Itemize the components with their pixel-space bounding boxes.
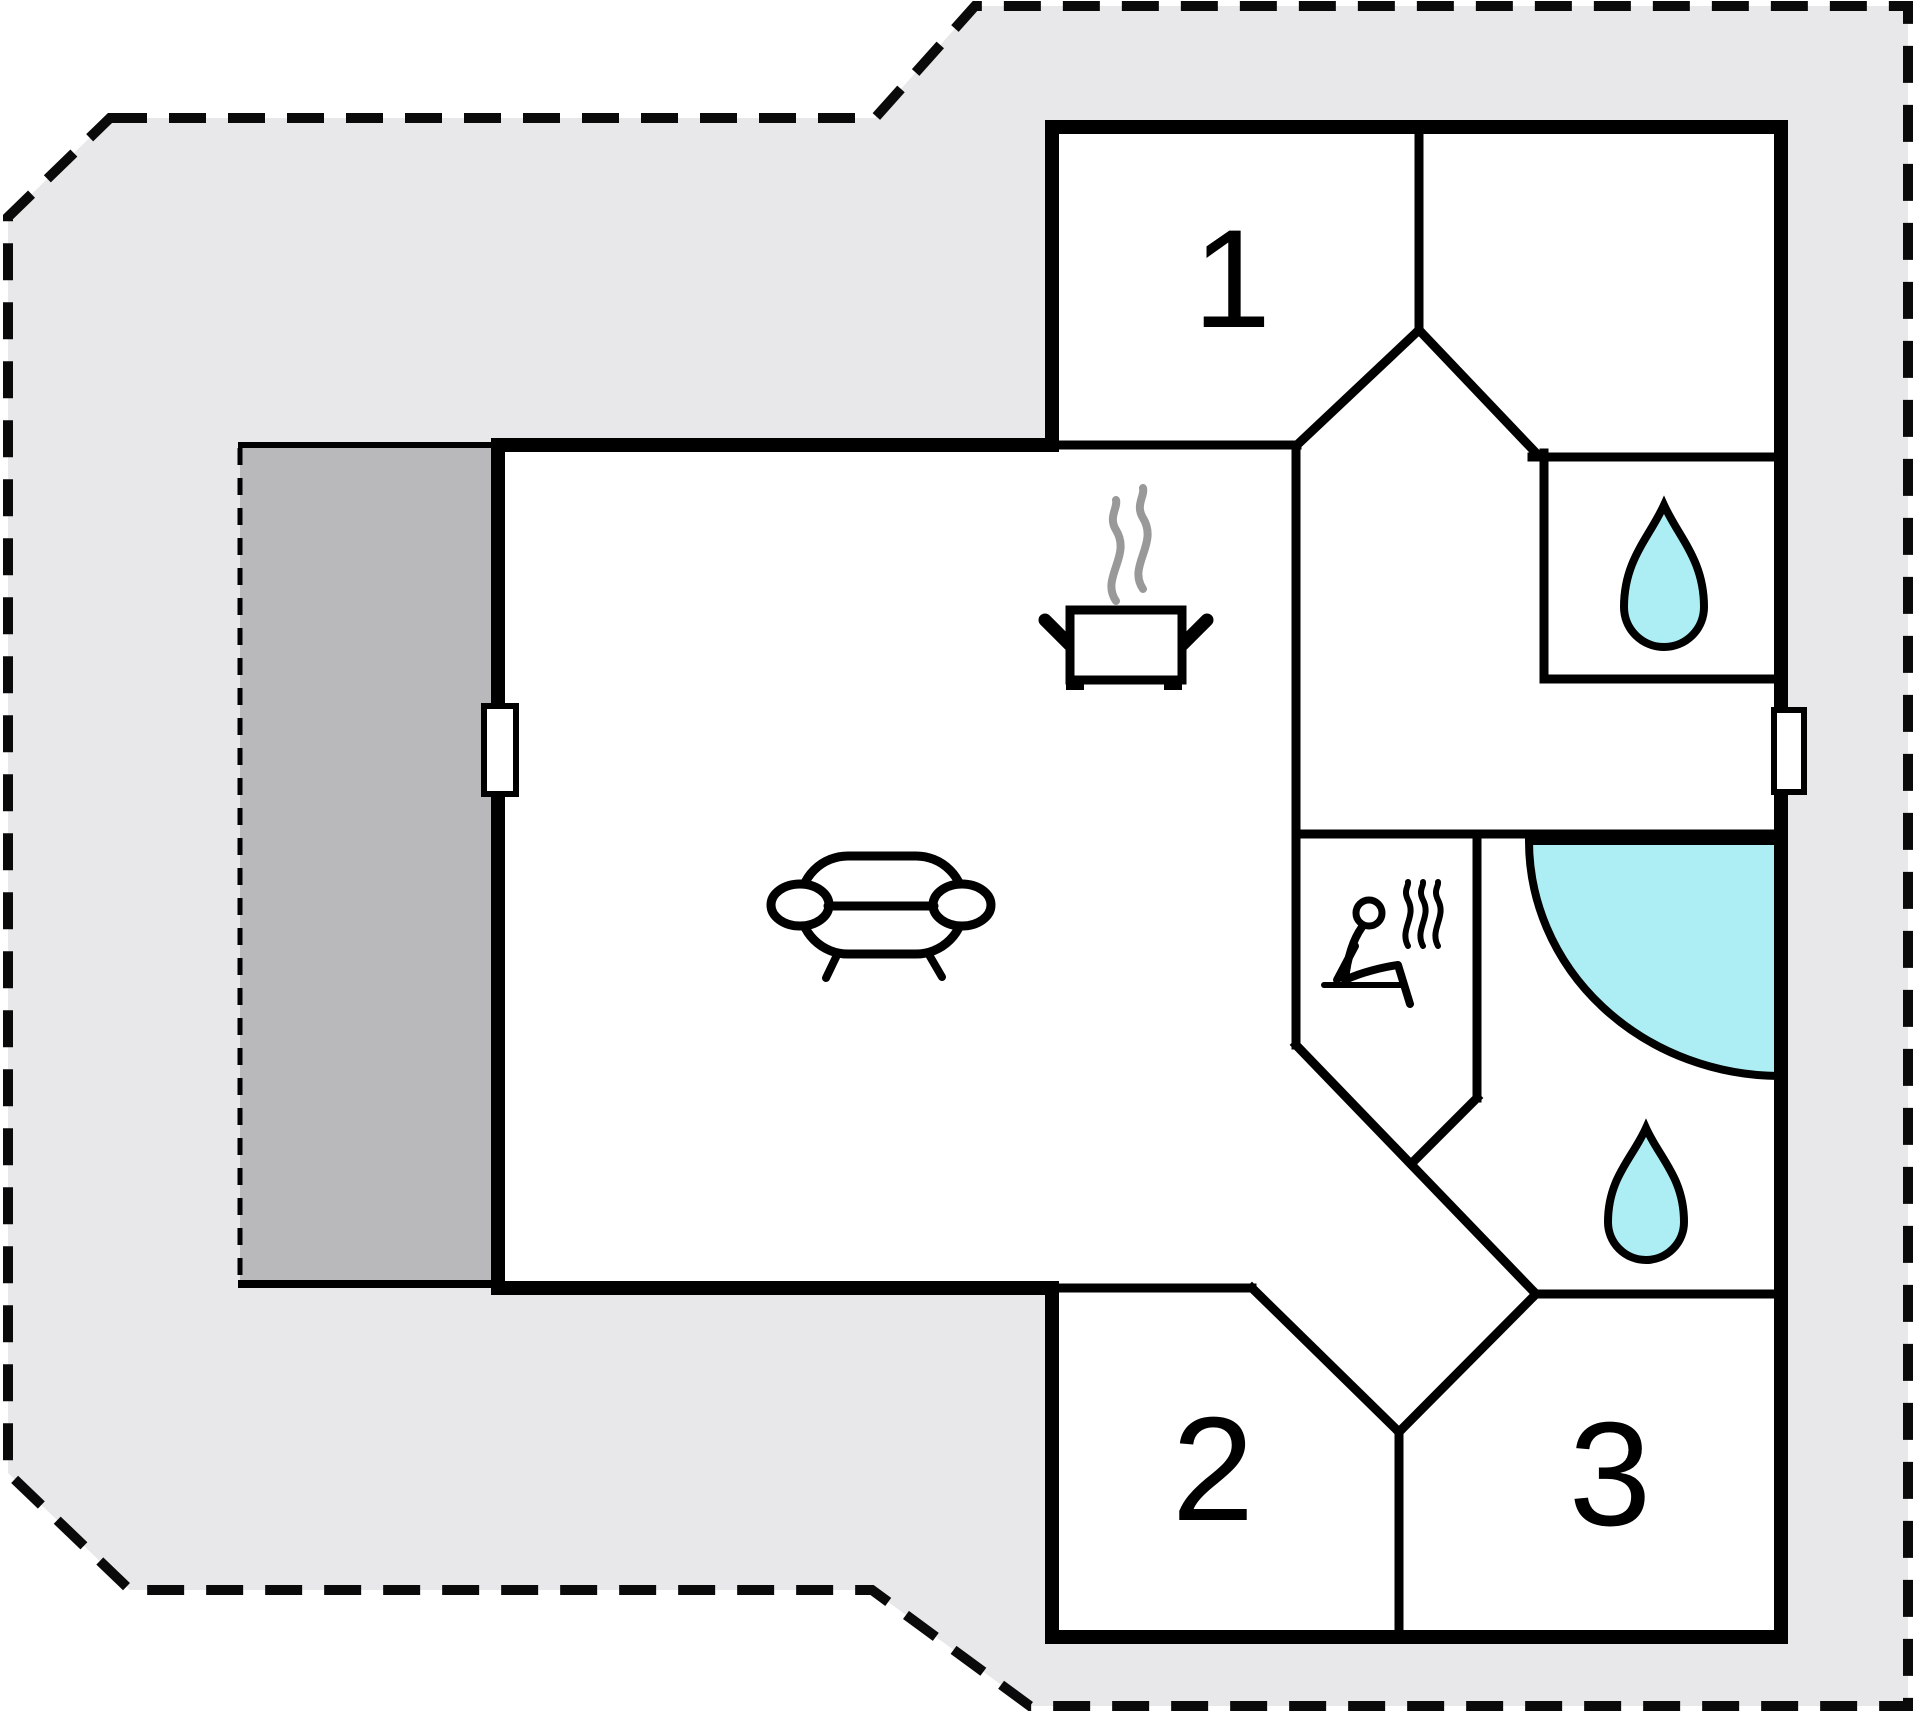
door-marker-left [481,703,519,797]
sauna-person-arm [1333,942,1359,984]
sauna-heat-wave [1402,879,1414,949]
water-drop-icon [1603,1118,1689,1264]
cooking-pot-icon [1038,484,1214,690]
room-label-1: 1 [1193,200,1271,357]
wall-hall-end-diagonal [1392,1287,1543,1439]
interior-walls [1047,128,1786,1642]
steam-line [1134,484,1152,593]
outer-walls [491,120,1788,1644]
wall-sauna-connector [1404,1091,1484,1171]
terrace [237,442,500,1288]
sofa-leg-right [924,949,946,981]
wall-hall-peak-left [1290,323,1426,452]
house-footprint [498,127,1781,1637]
room-label-3: 3 [1569,1392,1651,1557]
water-drop-icon [1619,495,1709,651]
sauna-person-icon [1321,879,1444,1008]
wall-hall-peak-right [1412,323,1543,460]
door-marker-right [1771,707,1807,795]
sofa-armrest-left [766,879,834,931]
sofa-armrest-right [928,879,996,931]
sauna-person-head [1352,896,1386,930]
wall-hall-diagonal [1289,1038,1543,1301]
room-label-2: 2 [1172,1387,1254,1552]
sofa-icon [766,851,996,982]
sauna-heat-wave [1417,879,1429,949]
pot-body [1065,605,1187,685]
wall-room2-diagonal [1245,1281,1406,1439]
sauna-person-leg [1341,961,1414,1008]
terrace-area [240,445,495,1284]
sauna-heat-wave [1432,879,1444,949]
steam-line [1107,496,1125,605]
corner-bathtub-icon [1524,837,1785,1081]
